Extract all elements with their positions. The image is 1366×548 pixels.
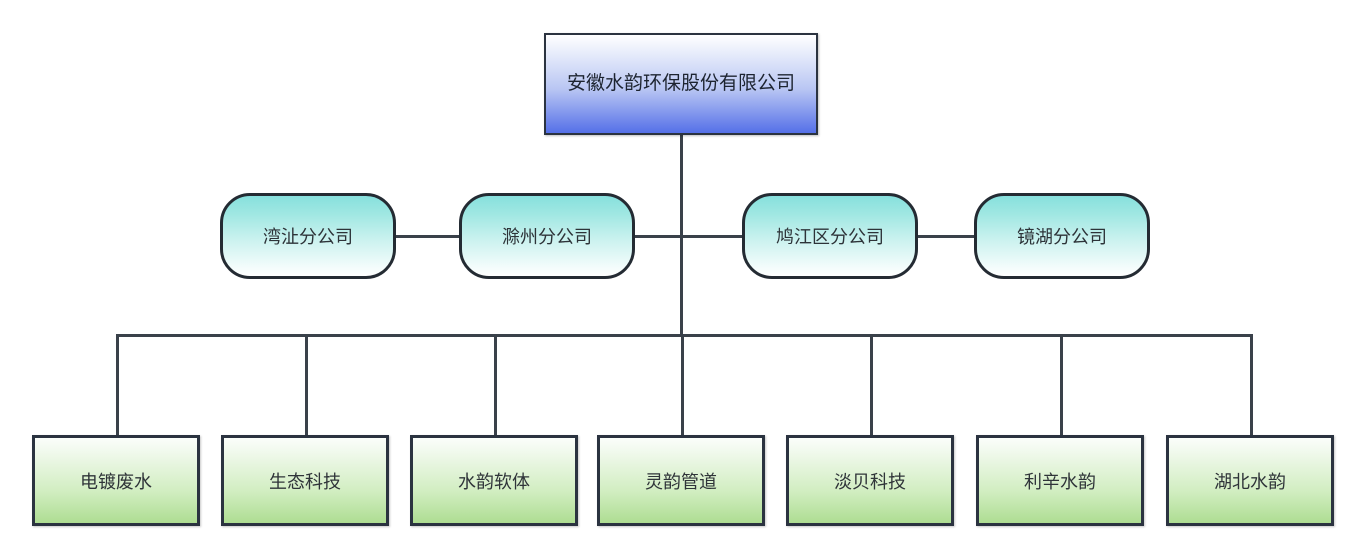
org-node-leaf-shengtaikeji[interactable]: 生态科技 — [221, 435, 389, 526]
org-node-leaf-lingyunguandao[interactable]: 灵韵管道 — [597, 435, 765, 526]
org-node-leaf-danbeikeji[interactable]: 淡贝科技 — [786, 435, 954, 526]
connector-branch-left-pair — [393, 235, 463, 238]
org-node-leaf-diandufeishui[interactable]: 电镀废水 — [32, 435, 200, 526]
connector-leaf-bus — [116, 334, 1253, 337]
connector-leaf-drop-2 — [305, 334, 308, 435]
connector-leaf-drop-5 — [870, 334, 873, 435]
org-node-leaf-label: 利辛水韵 — [1024, 471, 1096, 492]
org-node-branch-jinghu[interactable]: 镜湖分公司 — [974, 193, 1150, 279]
connector-leaf-drop-1 — [116, 334, 119, 435]
org-node-leaf-label: 灵韵管道 — [645, 471, 717, 492]
org-node-leaf-label: 电镀废水 — [80, 471, 152, 492]
connector-leaf-drop-7 — [1250, 334, 1253, 435]
org-node-branch-wanzhi[interactable]: 湾沚分公司 — [220, 193, 396, 279]
connector-leaf-drop-4 — [681, 334, 684, 435]
org-node-root-label: 安徽水韵环保股份有限公司 — [566, 73, 795, 95]
org-node-branch-jiujiangqu[interactable]: 鸠江区分公司 — [742, 193, 918, 279]
connector-branch-left-to-stem — [632, 235, 682, 238]
connector-branch-stem-to-right — [680, 235, 745, 238]
org-node-branch-label: 鸠江区分公司 — [776, 227, 884, 247]
org-node-branch-label: 湾沚分公司 — [263, 227, 353, 247]
org-node-branch-label: 镜湖分公司 — [1017, 227, 1107, 247]
connector-branch-right-pair — [915, 235, 977, 238]
org-node-leaf-label: 水韵软体 — [458, 471, 530, 492]
connector-root-stem — [680, 135, 683, 334]
connector-leaf-drop-3 — [494, 334, 497, 435]
org-node-leaf-label: 淡贝科技 — [834, 471, 906, 492]
org-node-branch-chuzhou[interactable]: 滁州分公司 — [459, 193, 635, 279]
org-node-leaf-label: 湖北水韵 — [1214, 471, 1286, 492]
org-node-leaf-hubeishuiyun[interactable]: 湖北水韵 — [1166, 435, 1334, 526]
org-node-leaf-label: 生态科技 — [269, 471, 341, 492]
org-node-leaf-lixinshuiyun[interactable]: 利辛水韵 — [976, 435, 1144, 526]
connector-leaf-drop-6 — [1060, 334, 1063, 435]
org-node-branch-label: 滁州分公司 — [502, 227, 592, 247]
org-node-leaf-shuiyunruanti[interactable]: 水韵软体 — [410, 435, 578, 526]
org-node-root[interactable]: 安徽水韵环保股份有限公司 — [544, 33, 818, 135]
